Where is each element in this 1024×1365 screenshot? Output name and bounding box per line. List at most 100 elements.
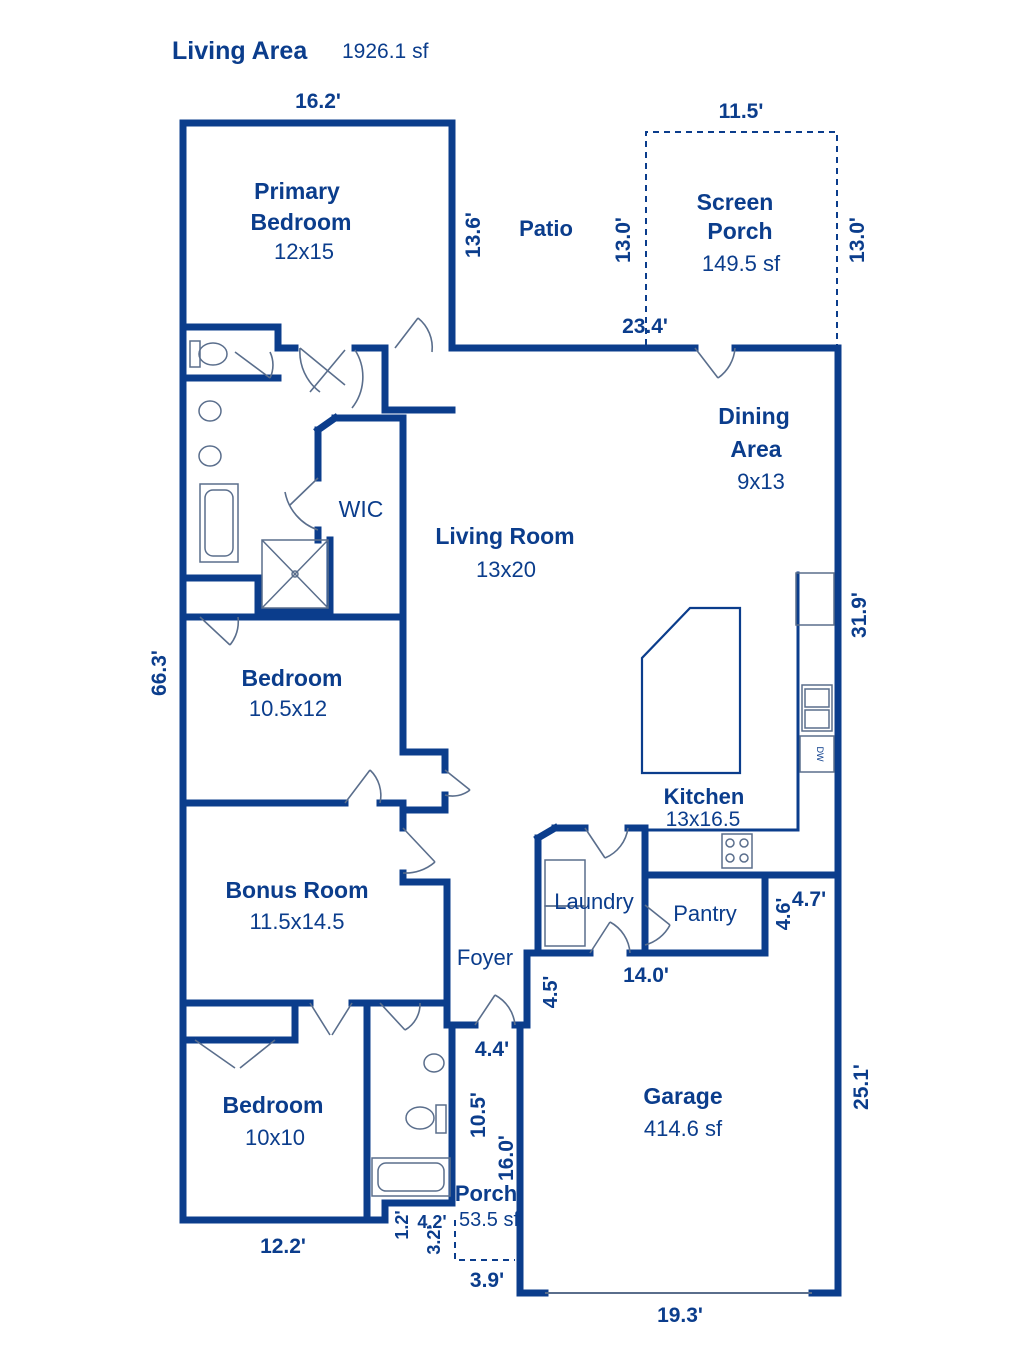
living-area-title: Living Area [172,37,308,65]
bedroom-2-name: Bedroom [223,1092,324,1118]
door-swing-bed1-b[interactable] [344,769,382,804]
range-icon [721,833,753,869]
toilet-bowl-icon [405,1106,435,1130]
dim-porch-small: 4.2' [417,1212,446,1232]
bonus-room-name: Bonus Room [225,877,368,903]
foyer-name: Foyer [457,945,513,970]
living-room-name: Living Room [435,523,574,549]
dim-bath-depth: 10.5' [467,1092,490,1138]
shower-drain-icon [291,570,299,578]
dim-foyer-width: 4.4' [475,1038,509,1061]
walls [179,119,842,1297]
door-swing-foyer[interactable] [474,994,516,1026]
burner-icon [739,838,749,848]
door-swing-bonus-closet[interactable] [309,1002,353,1036]
door-swing-laundry[interactable] [584,827,629,859]
bathtub-icon [199,483,239,563]
kitchen-sink-icon [801,684,833,732]
dryer-icon [544,905,586,947]
dim-overall-depth: 66.3' [148,650,171,696]
bathtub-inner-icon [377,1162,445,1192]
door-swing-bath-2[interactable] [309,349,364,409]
dim-laundry-width: 14.0' [623,964,669,987]
screen-porch-name-1: Screen [697,189,774,215]
door-swing-wic[interactable] [284,477,319,531]
laundry-name: Laundry [554,889,634,914]
dining-size: 9x13 [737,469,785,494]
kitchen-size: 13x16.5 [666,808,741,831]
screen-porch-size: 149.5 sf [702,251,781,276]
room-labels: Primary Bedroom 12x15 Patio Screen Porch… [223,178,790,1231]
living-area-value: 1926.1 sf [342,40,429,63]
dishwasher-icon [799,735,835,773]
door-swing-bed2-closet[interactable] [194,1039,276,1069]
bedroom-2-size: 10x10 [245,1125,305,1150]
dim-top-bedroom-width: 16.2' [295,90,341,113]
door-swing-laundry-b[interactable] [589,921,631,954]
bedroom-1-name: Bedroom [242,665,343,691]
sink-icon [198,400,222,422]
garage-name: Garage [643,1083,722,1109]
dining-name-2: Area [730,436,781,462]
dim-pantry-depth: 4.6' [773,898,795,931]
dim-pantry-width: 4.7' [792,888,826,911]
door-swing-bath-front[interactable] [379,1002,421,1031]
door-swing-pantry[interactable] [644,904,671,946]
front-porch-outline [454,1220,515,1261]
garage-size: 414.6 sf [644,1116,723,1141]
primary-bedroom-name-1: Primary [254,178,340,204]
kitchen-sink-bowl-icon [804,688,830,708]
wic-name: WIC [339,496,384,522]
dim-right-upper: 31.9' [848,592,871,638]
door-swing-wc[interactable] [234,351,274,379]
dim-porch-depth: 16.0' [495,1135,518,1181]
porch-size: 53.5 sf [459,1209,519,1231]
dim-rear-wall: 23.4' [622,315,668,338]
door-swing-closet[interactable] [444,769,471,797]
primary-bedroom-name-2: Bedroom [251,209,352,235]
dim-garage-depth: 25.1' [850,1064,873,1110]
toilet-tank-icon [435,1104,447,1134]
pantry-name: Pantry [673,901,737,926]
shower-lines-icon [261,539,329,609]
bathtub-icon [371,1157,451,1197]
dim-small-jog-2: 3.2' [424,1225,444,1254]
door-swing-dining[interactable] [694,347,736,379]
door-swing-bath[interactable] [299,347,346,393]
door-swing-primary[interactable] [394,317,434,353]
porch-name: Porch [455,1181,517,1206]
patio-name: Patio [519,216,573,241]
refrigerator-icon [795,572,835,626]
kitchen-name: Kitchen [664,784,745,809]
burner-icon [739,853,749,863]
dim-front-bedroom-width: 12.2' [260,1235,306,1258]
dim-foyer-jog: 4.5' [540,976,562,1009]
doors [194,317,736,1069]
kitchen-island [640,606,742,775]
door-swing-bed1[interactable] [199,616,240,646]
sink-icon [423,1053,445,1073]
screen-porch-name-2: Porch [707,218,772,244]
dimension-labels: 16.2' 11.5' 13.6' 13.0' 13.0' 23.4' 31.9… [148,90,873,1327]
shower-icon [261,539,329,609]
dim-bedroom-wall-height: 13.6' [462,212,485,258]
dining-name-1: Dining [718,403,790,429]
screen-porch-outline [645,131,838,345]
door-swing-bonus[interactable] [402,827,436,874]
dim-screen-porch-width: 11.5' [719,100,764,123]
fixtures [189,340,835,1197]
bonus-room-size: 11.5x14.5 [249,909,344,934]
living-room-size: 13x20 [476,557,536,582]
toilet-bowl-icon [198,342,228,366]
bedroom-1-size: 10.5x12 [249,696,327,721]
dim-small-jog-1: 1.2' [392,1210,412,1239]
dim-porch-front: 3.9' [470,1269,504,1292]
burner-icon [725,853,735,863]
primary-bedroom-size: 12x15 [274,239,334,264]
dim-screen-porch-right: 13.0' [846,217,869,263]
toilet-tank-icon [189,340,201,368]
dim-screen-porch-left: 13.0' [612,217,635,263]
bathtub-inner-icon [204,489,234,557]
dashed-outlines [454,131,838,1261]
